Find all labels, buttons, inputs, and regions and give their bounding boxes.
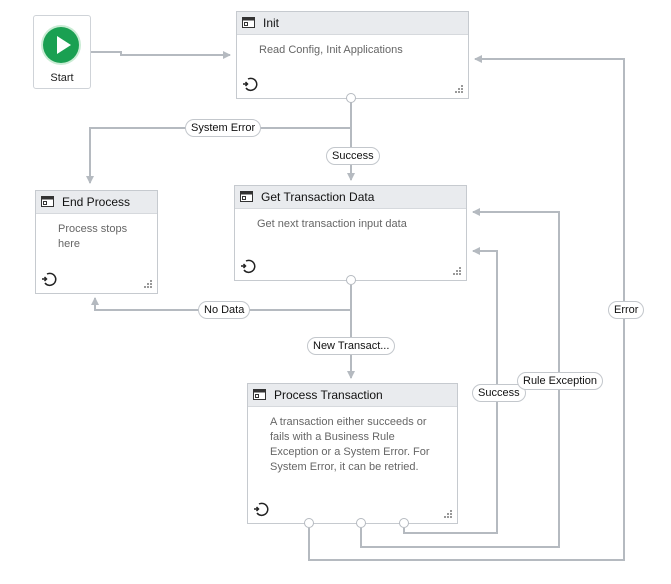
transition-label-system-error[interactable]: System Error (185, 119, 262, 137)
connector-point[interactable] (346, 275, 356, 285)
start-node[interactable]: Start (33, 15, 91, 89)
wire-system-error (86, 100, 352, 184)
wire-start-init (91, 51, 231, 59)
state-end-process[interactable]: End Process Process stops here (35, 190, 158, 294)
start-label: Start (50, 72, 74, 84)
connector-point[interactable] (346, 93, 356, 103)
connector-point[interactable] (304, 518, 314, 528)
wire-error (308, 55, 625, 561)
connector-point[interactable] (356, 518, 366, 528)
loop-icon[interactable] (242, 75, 260, 93)
transition-label-no-data[interactable]: No Data (198, 301, 251, 319)
state-header: Get Transaction Data (235, 186, 466, 209)
state-header: End Process (36, 191, 157, 214)
state-description: Process stops here (58, 223, 128, 250)
connector-point[interactable] (399, 518, 409, 528)
transition-label-rule-exception[interactable]: Rule Exception (517, 372, 603, 390)
state-title: Init (263, 16, 280, 30)
wire-rule-exception (360, 208, 560, 548)
state-title: Get Transaction Data (261, 190, 375, 204)
transition-label-new-transaction[interactable]: New Transact... (307, 337, 396, 355)
state-description: A transaction either succeeds or fails w… (270, 416, 430, 473)
play-icon[interactable] (43, 27, 79, 63)
loop-icon[interactable] (41, 270, 59, 288)
state-description: Read Config, Init Applications (259, 44, 403, 56)
transition-label-error[interactable]: Error (608, 301, 645, 319)
loop-icon[interactable] (240, 257, 258, 275)
state-get-transaction-data[interactable]: Get Transaction Data Get next transactio… (234, 185, 467, 281)
state-title: Process Transaction (274, 388, 383, 402)
state-icon (240, 191, 253, 202)
state-title: End Process (62, 195, 131, 209)
resize-grip-icon[interactable] (454, 84, 463, 93)
resize-grip-icon[interactable] (443, 509, 452, 518)
state-init[interactable]: Init Read Config, Init Applications (236, 11, 469, 99)
wire-success (403, 247, 498, 534)
resize-grip-icon[interactable] (143, 279, 152, 288)
state-header: Init (237, 12, 468, 35)
state-icon (242, 17, 255, 28)
transition-label-success[interactable]: Success (472, 384, 526, 402)
loop-icon[interactable] (253, 500, 271, 518)
state-icon (41, 196, 54, 207)
state-process-transaction[interactable]: Process Transaction A transaction either… (247, 383, 458, 524)
state-header: Process Transaction (248, 384, 457, 407)
state-description: Get next transaction input data (257, 218, 407, 230)
resize-grip-icon[interactable] (452, 266, 461, 275)
transition-label-success[interactable]: Success (326, 147, 380, 165)
state-icon (253, 389, 266, 400)
